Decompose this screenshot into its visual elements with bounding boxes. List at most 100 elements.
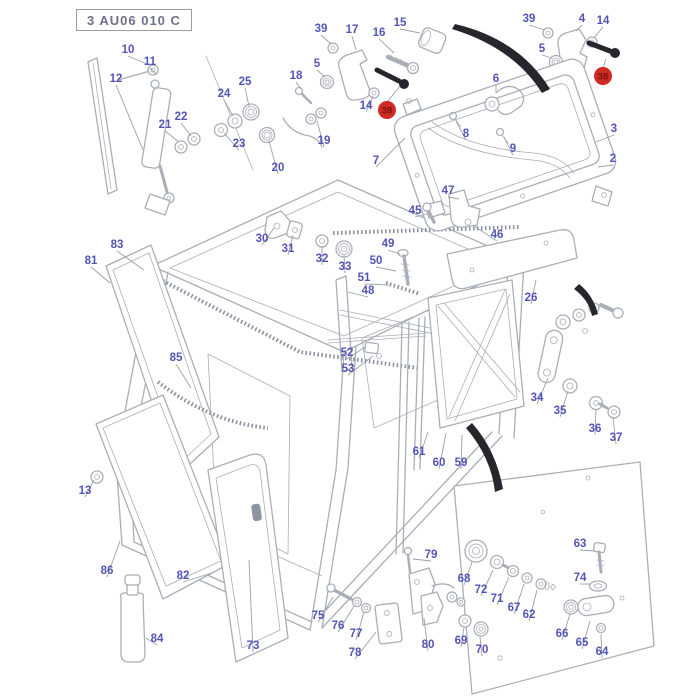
arrow-swoosh-top (452, 24, 550, 93)
part-label-52[interactable]: 52 (341, 347, 354, 359)
highlighted-markers-layer: 38 38 (378, 58, 612, 119)
part-label-82[interactable]: 82 (177, 570, 190, 582)
part-label-65[interactable]: 65 (576, 637, 589, 649)
leader-line-86 (106, 540, 121, 578)
part-label-71[interactable]: 71 (491, 593, 504, 605)
highlighted-part-marker-38[interactable] (594, 67, 612, 85)
leader-line-82 (182, 572, 213, 583)
part-label-72[interactable]: 72 (475, 584, 488, 596)
part-label-45[interactable]: 45 (409, 205, 422, 217)
part-label-78[interactable]: 78 (349, 647, 362, 659)
part-label-16[interactable]: 16 (373, 27, 386, 39)
part-label-46[interactable]: 46 (491, 229, 504, 241)
rear-window-assembly (393, 58, 617, 232)
part-label-49[interactable]: 49 (382, 238, 395, 250)
highlighted-bolt-left (374, 67, 409, 89)
part-label-39[interactable]: 39 (523, 13, 536, 25)
part-label-80[interactable]: 80 (422, 639, 435, 651)
part-label-14[interactable]: 14 (360, 100, 373, 112)
highlighted-part-marker-38[interactable] (378, 101, 396, 119)
part-label-37[interactable]: 37 (610, 432, 623, 444)
part-label-24[interactable]: 24 (218, 88, 231, 100)
part-label-60[interactable]: 60 (433, 457, 446, 469)
leader-line-69 (460, 627, 465, 648)
part-label-32[interactable]: 32 (316, 253, 329, 265)
part-label-70[interactable]: 70 (476, 644, 489, 656)
part-label-51[interactable]: 51 (358, 272, 371, 284)
part-label-48[interactable]: 48 (362, 285, 375, 297)
part-label-5[interactable]: 5 (314, 58, 321, 70)
part-label-15[interactable]: 15 (394, 17, 407, 29)
leader-line-36 (594, 408, 597, 436)
part-label-68[interactable]: 68 (458, 573, 471, 585)
part-label-7[interactable]: 7 (373, 155, 379, 167)
part-label-25[interactable]: 25 (239, 76, 252, 88)
part-label-9[interactable]: 9 (510, 143, 516, 155)
part-label-64[interactable]: 64 (596, 646, 609, 658)
leader-line-49 (387, 249, 401, 255)
highlighted-part-label-38[interactable]: 38 (382, 105, 393, 116)
part-label-6[interactable]: 6 (493, 73, 499, 85)
motion-arrows (452, 24, 598, 492)
part-label-34[interactable]: 34 (531, 392, 544, 404)
part-label-2[interactable]: 2 (610, 153, 616, 165)
part-label-3[interactable]: 3 (611, 123, 617, 135)
leader-line-9 (503, 136, 514, 156)
part-label-12[interactable]: 12 (110, 73, 123, 85)
part-label-21[interactable]: 21 (159, 119, 172, 131)
part-label-76[interactable]: 76 (332, 620, 345, 632)
part-label-47[interactable]: 47 (442, 185, 455, 197)
part-label-53[interactable]: 53 (342, 363, 355, 375)
part-label-11[interactable]: 11 (144, 56, 157, 68)
highlighted-part-label-38[interactable]: 38 (598, 71, 609, 82)
part-label-85[interactable]: 85 (170, 352, 183, 364)
drawing-code-box: 3 AU06 010 C (76, 9, 192, 31)
part-label-61[interactable]: 61 (413, 446, 426, 458)
part-label-79[interactable]: 79 (425, 549, 438, 561)
part-label-66[interactable]: 66 (556, 628, 569, 640)
part-label-4[interactable]: 4 (579, 13, 586, 25)
part-label-13[interactable]: 13 (79, 485, 92, 497)
part-label-22[interactable]: 22 (175, 111, 188, 123)
part-label-84[interactable]: 84 (151, 633, 164, 645)
part-label-86[interactable]: 86 (101, 565, 114, 577)
part-label-75[interactable]: 75 (312, 610, 325, 622)
leader-line-64 (600, 633, 603, 659)
leader-line-72 (480, 569, 494, 597)
arrow-swoosh-center (466, 423, 503, 492)
part-label-67[interactable]: 67 (508, 602, 521, 614)
part-label-69[interactable]: 69 (455, 635, 468, 647)
part-label-10[interactable]: 10 (122, 44, 135, 56)
part-label-26[interactable]: 26 (525, 292, 538, 304)
part-label-74[interactable]: 74 (574, 572, 587, 584)
part-label-17[interactable]: 17 (346, 24, 359, 36)
leader-line-14 (593, 26, 604, 39)
part-label-33[interactable]: 33 (339, 261, 352, 273)
leader-line-46 (473, 225, 498, 242)
part-label-35[interactable]: 35 (554, 405, 567, 417)
part-label-81[interactable]: 81 (85, 255, 98, 267)
part-label-19[interactable]: 19 (318, 135, 331, 147)
part-label-20[interactable]: 20 (272, 162, 285, 174)
part-label-23[interactable]: 23 (233, 138, 246, 150)
part-label-63[interactable]: 63 (574, 538, 587, 550)
part-label-18[interactable]: 18 (290, 70, 303, 82)
part-label-31[interactable]: 31 (282, 243, 295, 255)
part-label-59[interactable]: 59 (455, 457, 468, 469)
part-label-62[interactable]: 62 (523, 609, 536, 621)
leader-line-52 (346, 346, 366, 360)
part-label-14[interactable]: 14 (597, 15, 610, 27)
part-label-36[interactable]: 36 (589, 423, 602, 435)
part-label-39[interactable]: 39 (315, 23, 328, 35)
part-label-73[interactable]: 73 (247, 640, 260, 652)
part-label-83[interactable]: 83 (111, 239, 124, 251)
part-label-8[interactable]: 8 (463, 128, 470, 140)
lower-panel-assembly (453, 461, 655, 695)
leader-line-16 (378, 38, 395, 54)
part-label-5[interactable]: 5 (539, 43, 546, 55)
part-label-50[interactable]: 50 (370, 255, 383, 267)
part-label-30[interactable]: 30 (256, 233, 269, 245)
part-label-77[interactable]: 77 (350, 628, 363, 640)
leader-line-18 (295, 81, 302, 90)
